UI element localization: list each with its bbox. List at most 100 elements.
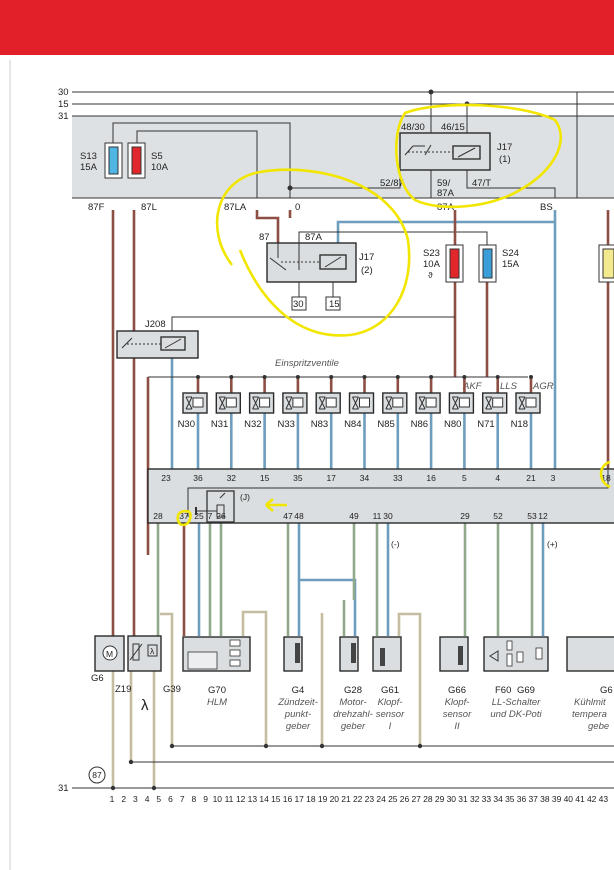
injector-n33: N33 (277, 375, 308, 469)
coil-icon (392, 397, 404, 408)
valve-icon (218, 396, 226, 410)
valve-icon (352, 396, 359, 410)
lambda-symbol: λ (150, 646, 155, 656)
junction-dot (329, 375, 334, 379)
injector-label: N31 (211, 419, 228, 430)
g66-label: G66 (448, 685, 466, 696)
coil-icon (192, 397, 204, 408)
injector-label: N80 (444, 419, 461, 430)
injector-label: N30 (178, 419, 195, 430)
relay-j208-name: J208 (145, 319, 166, 330)
g4-label: G4 (292, 685, 305, 696)
ecu-bottom-pin-label: 53 (527, 511, 537, 521)
relay-j17-2-sub: (2) (361, 265, 373, 276)
g70-label: G70 (208, 685, 226, 696)
ecu-bottom-pin-label: 28 (153, 511, 163, 521)
g66-desc-line: Klopf- (445, 697, 470, 708)
scale-number: 9 (203, 794, 208, 804)
z19-label: Z19 (115, 684, 131, 695)
fuse-s13-rating: 15A (80, 162, 98, 173)
annotation-circle-j17-1 (395, 103, 562, 209)
scale-number: 32 (470, 794, 480, 804)
connector-87l: 87L (141, 202, 157, 213)
fuse-partial-yellow (602, 248, 614, 279)
pin-48-30: 48/30 (401, 122, 425, 133)
scale-number: 23 (365, 794, 375, 804)
injector-label: N71 (477, 419, 494, 430)
scale-number: 31 (458, 794, 468, 804)
junction-dot (295, 375, 300, 379)
g70-desc: HLM (207, 697, 227, 708)
pin-87: 87 (259, 232, 270, 243)
g62-label: G6 (600, 685, 613, 696)
g62-desc-line: tempera (572, 709, 607, 720)
fuse-s23-rating: 10A (423, 259, 441, 270)
junction-dot (395, 375, 400, 379)
rail-15-label: 15 (58, 99, 69, 110)
ecu-bottom-pin-label: 52 (493, 511, 503, 521)
terminal-30: 30 (293, 299, 304, 310)
ecu-pin-23: 23 (161, 473, 171, 483)
scale-number: 17 (294, 794, 304, 804)
coil-icon (292, 397, 304, 408)
ecu-pin-label: 36 (193, 473, 203, 483)
g61-desc-line: I (389, 721, 392, 732)
valve-icon (451, 396, 459, 410)
ecu-pin-label: 16 (426, 473, 436, 483)
f60-desc-line: und DK-Poti (490, 709, 542, 720)
ground-point-circle (88, 766, 106, 784)
ground-rail-label: 31 (58, 783, 69, 794)
connector-bs: BS (540, 202, 553, 213)
coil-icon (458, 397, 470, 408)
ecu-bottom-pin-label: 11 (373, 511, 382, 521)
tag-akf: AKF (462, 381, 483, 392)
ecu-bottom-pin-label: 47 (283, 511, 293, 521)
scale-number: 36 (517, 794, 527, 804)
ecu-pin-label: 33 (393, 473, 403, 483)
annotation-circle-pin-37 (176, 509, 192, 527)
coil-icon (425, 397, 437, 408)
scale-number: 4 (145, 794, 150, 804)
annotation-circle-pin-18 (599, 460, 611, 489)
scale-number: 27 (411, 794, 421, 804)
component-g61: G61 Klopf- sensor I (372, 636, 405, 732)
fuse-s24-id: S24 (502, 248, 519, 259)
scale-number: 30 (447, 794, 457, 804)
scale-number: 8 (192, 794, 197, 804)
g28-desc-line: drehzahl- (333, 709, 373, 720)
g4-desc-line: Zündzeit- (277, 697, 318, 708)
g28-label: G28 (344, 685, 362, 696)
coil-icon (259, 397, 271, 408)
scale-number: 13 (248, 794, 258, 804)
junction-dot (428, 89, 434, 95)
component-g4: G4 Zündzeit- punkt- geber (277, 636, 318, 732)
ecu-internal-relay: (J) (195, 490, 250, 523)
ecu-pin-label: 35 (293, 473, 303, 483)
fuse-s5: S5 10A (127, 142, 169, 179)
ecu-bottom-pin-label: 29 (460, 511, 470, 521)
scale-number: 34 (493, 794, 503, 804)
f60-label: F60 (495, 685, 511, 696)
coil-icon (325, 397, 337, 408)
component-g62-partial: G6 Kühlmit tempera gebe (566, 636, 614, 732)
wire (466, 170, 556, 198)
scale-number: 10 (213, 794, 223, 804)
power-rails: 30 15 31 (58, 87, 614, 122)
positive-marker: (+) (547, 539, 558, 549)
fuse-s24: S24 15A (478, 244, 520, 283)
component-g6: M G6 (91, 635, 125, 684)
scale-number: 20 (330, 794, 340, 804)
g4-desc-line: geber (286, 721, 311, 732)
valve-icon (318, 396, 326, 410)
ground-point-label: 87 (92, 770, 102, 780)
component-f60-g69: F60 G69 LL-Schalter und DK-Poti (483, 636, 549, 720)
tag-agr: AGR (532, 381, 554, 392)
scale-number: 22 (353, 794, 363, 804)
scale-number: 38 (540, 794, 550, 804)
injector-label: N84 (344, 419, 361, 430)
g61-desc-line: Klopf- (378, 697, 403, 708)
